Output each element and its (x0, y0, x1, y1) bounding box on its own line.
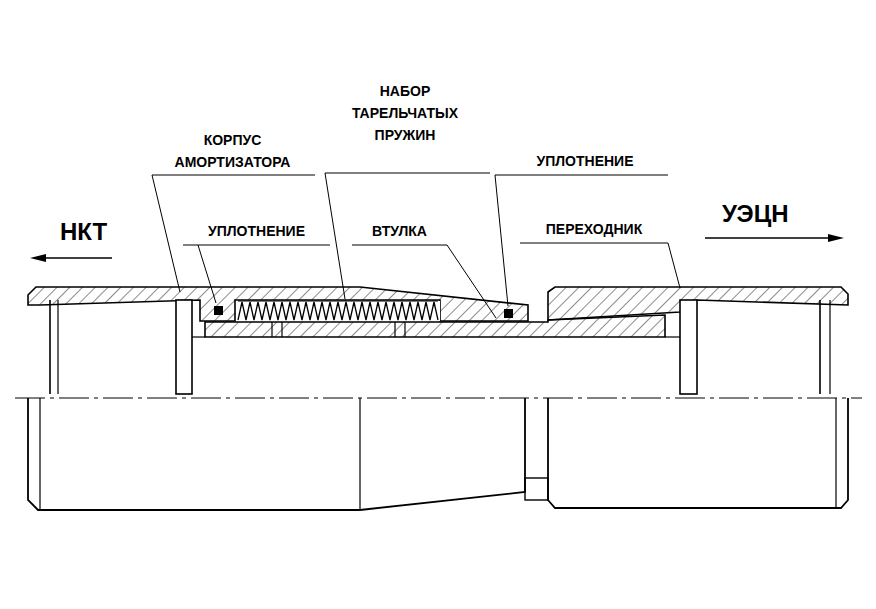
part-label: НКТ (60, 218, 130, 246)
leader-line (325, 173, 490, 299)
bore-line (665, 336, 680, 337)
spring-chamber (238, 301, 438, 302)
arrow-head (30, 254, 46, 262)
part-label: ПЕРЕХОДНИК (520, 218, 668, 240)
pipe-end (680, 300, 697, 394)
center-line (15, 398, 862, 399)
thread-edge (829, 300, 830, 394)
seal (214, 306, 223, 315)
housing-view (28, 398, 525, 510)
spring-chamber (236, 301, 440, 321)
direction-arrow (705, 237, 828, 238)
leader-line (183, 245, 330, 246)
part-label: НАБОР ТАРЕЛЬЧАТЫХ ПРУЖИН (335, 80, 475, 146)
chamfer-line (39, 398, 40, 510)
sleeve-view (525, 478, 548, 500)
part-label: КОРПУС АМОРТИЗАТОРА (150, 129, 315, 173)
hole (281, 322, 282, 337)
bore-line (192, 336, 205, 337)
pipe-end (176, 300, 192, 394)
leader-line (198, 245, 216, 303)
thread-edge (57, 300, 58, 394)
hole (271, 322, 272, 337)
thread-edge (819, 300, 821, 394)
hole (404, 322, 405, 337)
adapter-section (548, 287, 848, 320)
direction-arrow (44, 257, 112, 258)
seal (504, 309, 513, 318)
leader-line (520, 243, 680, 288)
taper-line (359, 398, 360, 510)
disc-springs (238, 302, 438, 320)
leader-line (495, 175, 668, 306)
housing-section (28, 287, 528, 321)
adapter-view (548, 398, 848, 508)
part-label: УПЛОТНЕНИЕ (183, 220, 330, 242)
thread-edge (49, 300, 51, 394)
chamfer-line (835, 398, 836, 508)
part-label: УЭЦН (722, 200, 822, 228)
part-label: УПЛОТНЕНИЕ (505, 150, 665, 172)
part-label: ВТУЛКА (352, 220, 447, 242)
hole (394, 322, 395, 337)
leader-line (352, 245, 496, 318)
arrow-head (828, 234, 844, 242)
